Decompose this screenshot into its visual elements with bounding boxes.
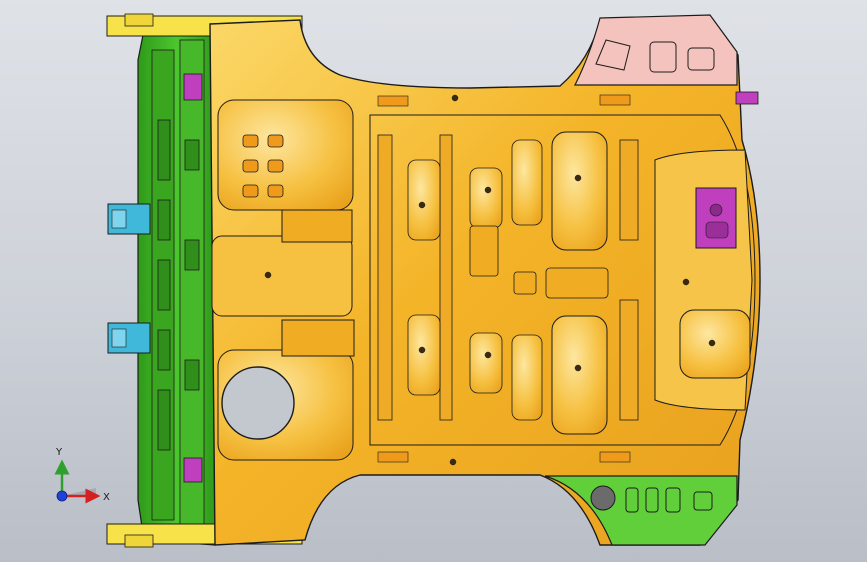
front-crossmember[interactable] — [137, 25, 216, 546]
rear-right-corner-panel[interactable] — [544, 475, 738, 546]
mount-brackets[interactable] — [107, 203, 151, 354]
rear-left-corner-panel[interactable] — [574, 14, 738, 86]
mounting-pads[interactable] — [183, 73, 759, 483]
main-floor-panel[interactable] — [209, 15, 761, 546]
